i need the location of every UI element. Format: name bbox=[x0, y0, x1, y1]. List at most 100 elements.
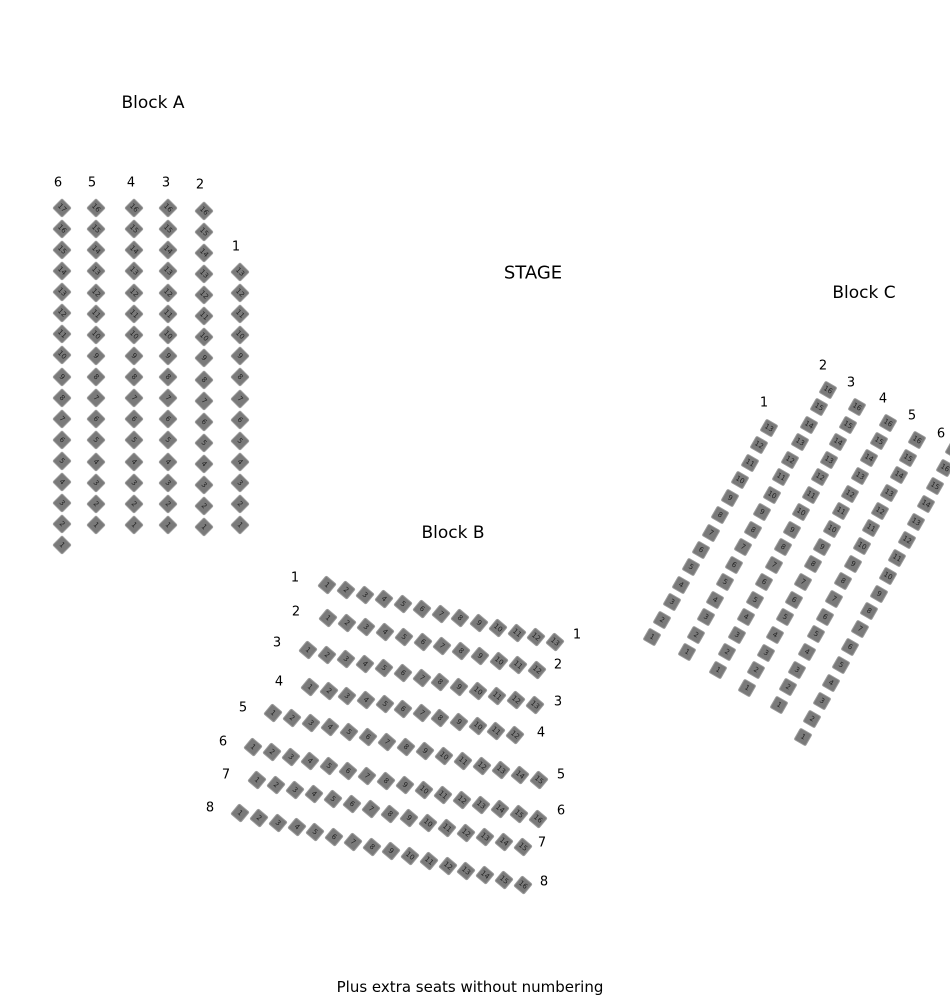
seat[interactable]: 4 bbox=[320, 717, 340, 738]
seat[interactable]: 11 bbox=[507, 622, 527, 643]
seat[interactable]: 3 bbox=[52, 492, 72, 513]
seat[interactable]: 5 bbox=[86, 430, 106, 451]
seat[interactable]: 15 bbox=[925, 476, 945, 496]
seat[interactable]: 6 bbox=[754, 572, 774, 592]
seat[interactable]: 11 bbox=[86, 303, 106, 324]
seat[interactable]: 7 bbox=[52, 408, 72, 429]
seat[interactable]: 12 bbox=[810, 467, 830, 487]
seat[interactable]: 13 bbox=[475, 827, 495, 848]
seat[interactable]: 15 bbox=[838, 414, 858, 435]
seat[interactable]: 4 bbox=[86, 451, 106, 472]
seat[interactable]: 11 bbox=[52, 324, 72, 345]
seat[interactable]: 9 bbox=[752, 502, 772, 522]
seat[interactable]: 17 bbox=[944, 440, 950, 460]
seat[interactable]: 7 bbox=[432, 636, 452, 657]
seat[interactable]: 3 bbox=[696, 607, 716, 627]
seat[interactable]: 10 bbox=[434, 746, 454, 766]
seat[interactable]: 8 bbox=[124, 367, 144, 387]
seat[interactable]: 10 bbox=[124, 324, 144, 345]
seat[interactable]: 2 bbox=[266, 774, 286, 795]
seat[interactable]: 7 bbox=[411, 667, 432, 688]
seat[interactable]: 13 bbox=[52, 282, 72, 303]
seat[interactable]: 10 bbox=[414, 780, 434, 801]
seat[interactable]: 13 bbox=[194, 264, 214, 285]
seat[interactable]: 10 bbox=[791, 502, 811, 522]
seat[interactable]: 3 bbox=[726, 625, 747, 645]
seat[interactable]: 7 bbox=[850, 619, 870, 639]
seat[interactable]: 10 bbox=[762, 485, 782, 505]
seat[interactable]: 15 bbox=[124, 219, 144, 240]
seat[interactable]: 7 bbox=[194, 390, 214, 411]
seat[interactable]: 3 bbox=[285, 779, 305, 800]
seat[interactable]: 9 bbox=[415, 741, 435, 762]
seat[interactable]: 9 bbox=[843, 554, 863, 574]
seat[interactable]: 6 bbox=[392, 663, 413, 683]
seat[interactable]: 12 bbox=[780, 450, 800, 470]
seat[interactable]: 10 bbox=[878, 566, 898, 586]
seat[interactable]: 14 bbox=[86, 240, 106, 261]
seat[interactable]: 16 bbox=[52, 219, 72, 239]
seat[interactable]: 10 bbox=[158, 324, 178, 345]
seat[interactable]: 2 bbox=[52, 514, 72, 534]
seat[interactable]: 8 bbox=[52, 387, 72, 408]
seat[interactable]: 3 bbox=[301, 712, 321, 733]
seat[interactable]: 14 bbox=[490, 799, 510, 820]
seat[interactable]: 9 bbox=[124, 346, 144, 366]
seat[interactable]: 10 bbox=[489, 650, 509, 671]
seat[interactable]: 10 bbox=[52, 345, 72, 366]
seat[interactable]: 9 bbox=[52, 366, 72, 387]
seat[interactable]: 8 bbox=[430, 707, 451, 728]
seat[interactable]: 8 bbox=[743, 520, 763, 540]
seat[interactable]: 8 bbox=[396, 736, 416, 757]
seat[interactable]: 1 bbox=[642, 627, 662, 647]
seat[interactable]: 13 bbox=[906, 512, 926, 532]
seat[interactable]: 5 bbox=[52, 450, 72, 471]
seat[interactable]: 13 bbox=[491, 760, 511, 781]
seat[interactable]: 9 bbox=[399, 808, 419, 829]
seat[interactable]: 15 bbox=[898, 448, 918, 468]
seat[interactable]: 1 bbox=[737, 678, 757, 698]
seat[interactable]: 14 bbox=[475, 865, 496, 886]
seat[interactable]: 14 bbox=[194, 243, 214, 264]
seat[interactable]: 7 bbox=[357, 765, 377, 786]
seat[interactable]: 5 bbox=[339, 722, 359, 743]
seat[interactable]: 2 bbox=[317, 644, 337, 665]
seat[interactable]: 11 bbox=[771, 467, 791, 487]
seat[interactable]: 3 bbox=[158, 472, 178, 493]
seat[interactable]: 9 bbox=[720, 488, 740, 508]
seat[interactable]: 5 bbox=[393, 594, 413, 614]
seat[interactable]: 11 bbox=[739, 453, 760, 473]
seat[interactable]: 1 bbox=[769, 695, 789, 715]
seat[interactable]: 14 bbox=[494, 832, 514, 853]
seat[interactable]: 11 bbox=[486, 720, 507, 741]
seat[interactable]: 8 bbox=[86, 367, 106, 387]
seat[interactable]: 9 bbox=[449, 712, 469, 732]
seat[interactable]: 6 bbox=[393, 698, 414, 719]
seat[interactable]: 7 bbox=[700, 522, 721, 543]
seat[interactable]: 12 bbox=[526, 627, 546, 648]
seat[interactable]: 12 bbox=[472, 755, 492, 776]
seat[interactable]: 4 bbox=[374, 589, 394, 610]
seat[interactable]: 8 bbox=[859, 601, 879, 621]
seat[interactable]: 13 bbox=[525, 695, 545, 715]
seat[interactable]: 3 bbox=[281, 746, 301, 767]
seat[interactable]: 1 bbox=[124, 515, 144, 535]
seat[interactable]: 4 bbox=[304, 784, 324, 805]
seat[interactable]: 14 bbox=[828, 432, 849, 452]
seat[interactable]: 3 bbox=[355, 584, 375, 605]
seat[interactable]: 11 bbox=[194, 306, 214, 327]
seat[interactable]: 3 bbox=[661, 592, 682, 612]
seat[interactable]: 7 bbox=[230, 388, 250, 409]
seat[interactable]: 12 bbox=[437, 855, 458, 876]
seat[interactable]: 10 bbox=[86, 324, 106, 345]
seat[interactable]: 6 bbox=[840, 637, 860, 657]
seat[interactable]: 8 bbox=[450, 608, 470, 629]
seat[interactable]: 16 bbox=[935, 458, 950, 478]
seat[interactable]: 2 bbox=[194, 496, 214, 516]
seat[interactable]: 7 bbox=[343, 831, 364, 852]
seat[interactable]: 1 bbox=[318, 608, 338, 628]
seat[interactable]: 5 bbox=[374, 694, 395, 715]
seat[interactable]: 16 bbox=[847, 397, 867, 417]
seat[interactable]: 4 bbox=[194, 453, 214, 474]
seat[interactable]: 12 bbox=[194, 285, 214, 306]
